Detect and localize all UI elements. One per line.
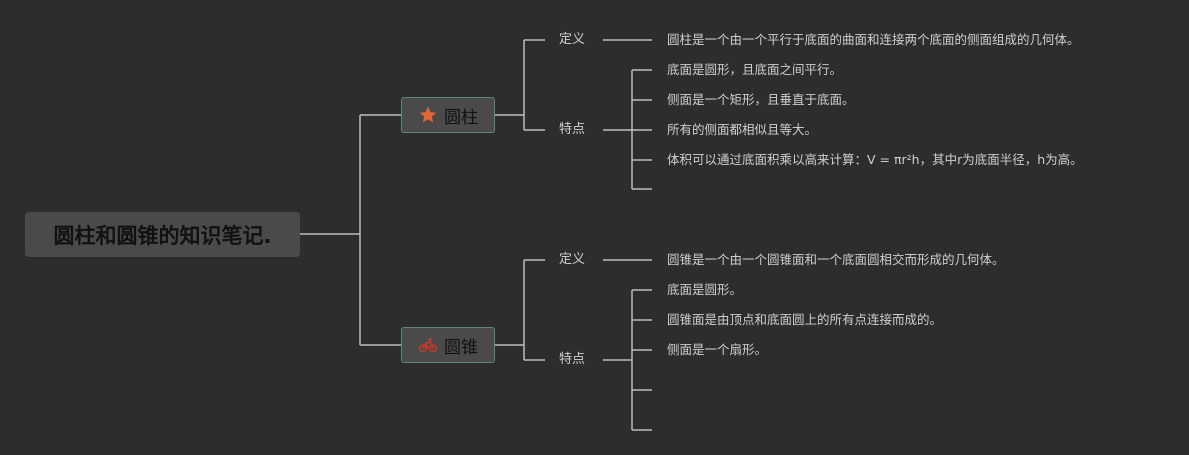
branch-label: 圆柱 [444, 107, 478, 128]
subtopic-features[interactable]: 特点 [559, 122, 586, 137]
branch-node-cylinder[interactable]: 圆柱 [401, 97, 495, 133]
star-icon [418, 105, 438, 125]
leaf-definition-text[interactable]: 圆锥是一个由一个圆锥面和一个底面圆相交而形成的几何体。 [667, 252, 1005, 267]
root-title: 圆柱和圆锥的知识笔记. [53, 223, 272, 248]
leaf-feature[interactable]: 体积可以通过底面积乘以高来计算：V = πr²h，其中r为底面半径，h为高。 [667, 152, 1083, 167]
leaf-feature[interactable]: 侧面是一个矩形，且垂直于底面。 [667, 92, 855, 107]
branch-label: 圆锥 [444, 337, 478, 358]
leaf-feature[interactable]: 底面是圆形，且底面之间平行。 [667, 62, 843, 77]
bicycle-icon [418, 335, 438, 355]
subtopic-definition[interactable]: 定义 [559, 252, 586, 267]
subtopic-definition[interactable]: 定义 [559, 32, 586, 47]
leaf-feature[interactable]: 侧面是一个扇形。 [667, 342, 768, 357]
leaf-feature[interactable]: 圆锥面是由顶点和底面圆上的所有点连接而成的。 [667, 312, 943, 327]
root-node[interactable]: 圆柱和圆锥的知识笔记. [25, 212, 300, 257]
leaf-definition-text[interactable]: 圆柱是一个由一个平行于底面的曲面和连接两个底面的侧面组成的几何体。 [667, 32, 1080, 47]
leaf-feature[interactable]: 所有的侧面都相似且等大。 [667, 122, 818, 137]
subtopic-features[interactable]: 特点 [559, 352, 586, 367]
branch-node-cone[interactable]: 圆锥 [401, 327, 495, 363]
leaf-feature[interactable]: 底面是圆形。 [667, 282, 743, 297]
